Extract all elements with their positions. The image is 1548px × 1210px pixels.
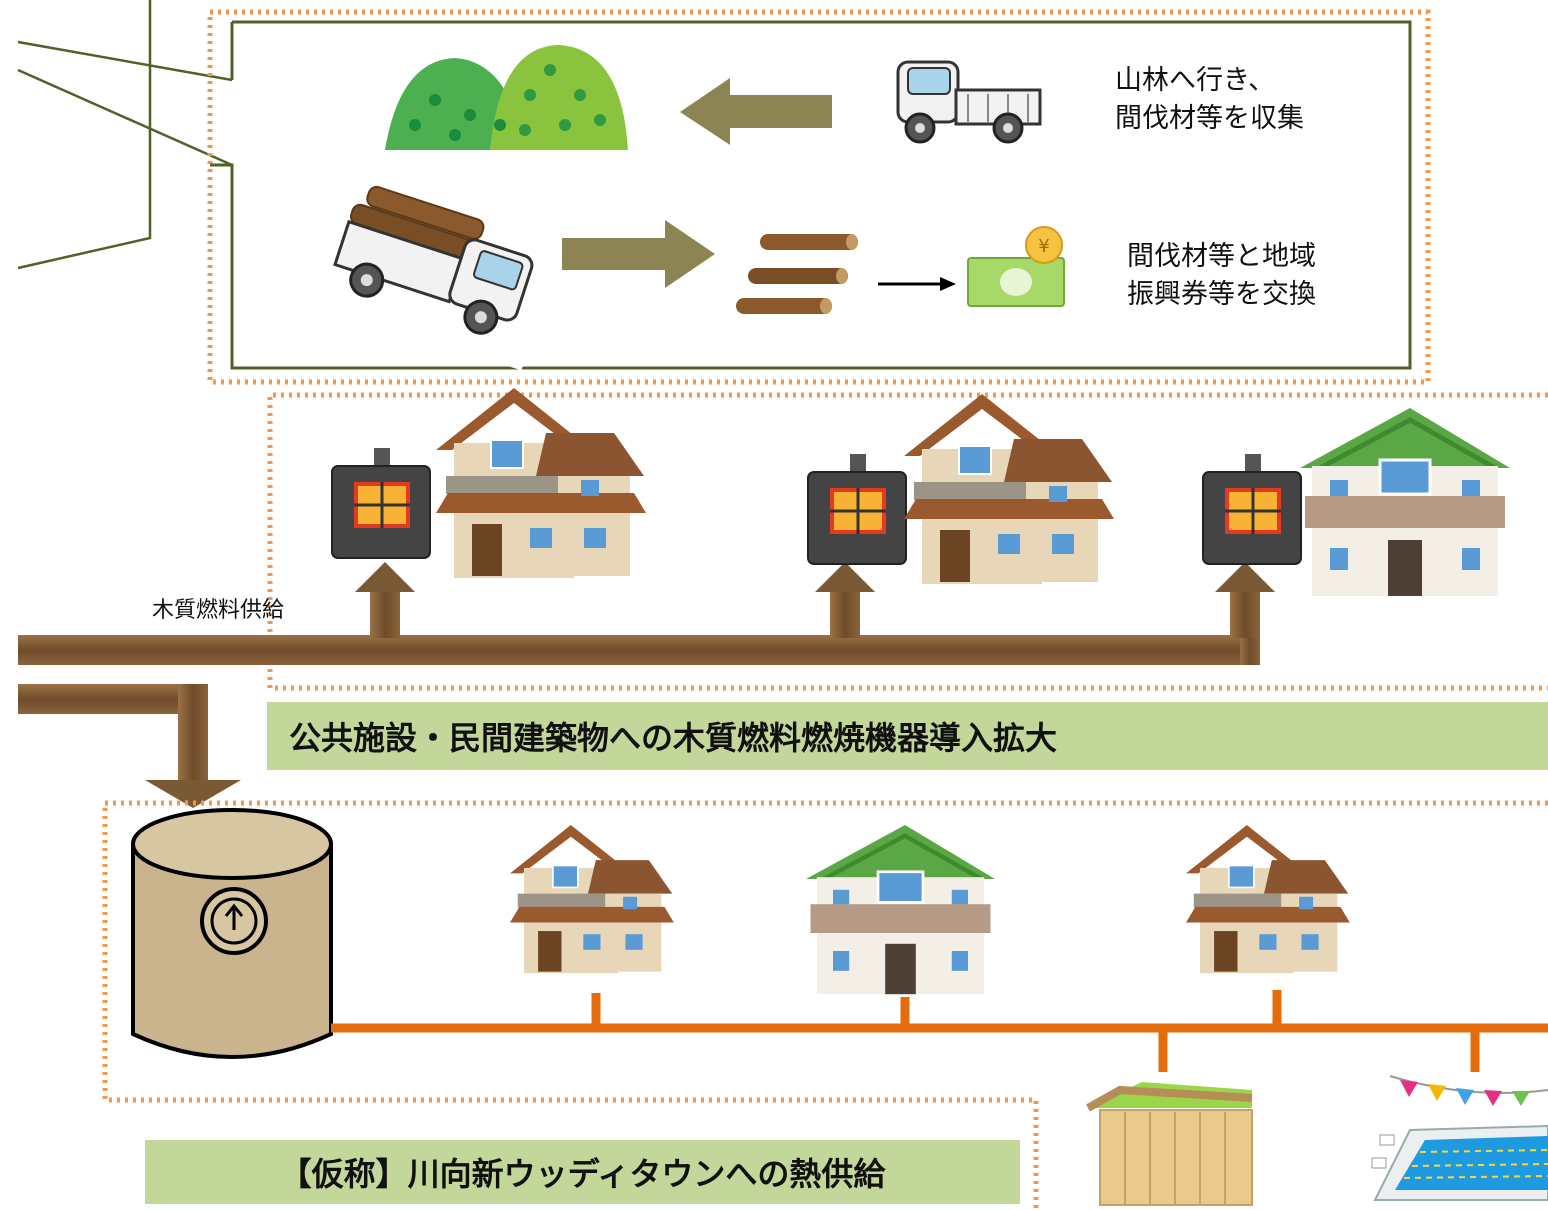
truck-icon xyxy=(896,60,1042,144)
house-icon xyxy=(806,825,995,995)
bottom-dotted-region xyxy=(102,800,1548,1210)
house-icon xyxy=(1300,408,1510,596)
mountain-icon xyxy=(385,45,628,150)
svg-text:¥: ¥ xyxy=(1038,236,1049,257)
banner-bottom-text: 【仮称】川向新ウッディタウンへの熱供給 xyxy=(279,1155,886,1193)
wood-supply-pipe xyxy=(18,562,1275,808)
log-truck-icon xyxy=(312,159,568,371)
bunting-icon xyxy=(1389,1075,1548,1106)
log-icon xyxy=(736,234,858,314)
banner-bottom: 【仮称】川向新ウッディタウンへの熱供給 xyxy=(145,1140,1020,1204)
caption-collect: 山林へ行き、 間伐材等を収集 xyxy=(1115,65,1304,134)
banner-middle: 公共施設・民間建築物への木質燃料燃焼機器導入拡大 xyxy=(267,702,1548,770)
voucher-icon xyxy=(967,257,1065,307)
bath-icon xyxy=(1086,1082,1253,1206)
supply-label: 木質燃料供給 xyxy=(152,598,285,623)
tank-icon xyxy=(131,808,333,1059)
house-icon xyxy=(510,825,674,974)
arrow-to-forest xyxy=(680,78,832,145)
house-icon xyxy=(904,394,1114,584)
banner-middle-text: 公共施設・民間建築物への木質燃料燃焼機器導入拡大 xyxy=(289,719,1058,757)
pool-icon xyxy=(1371,1124,1548,1201)
top-dotted-region xyxy=(207,9,1431,385)
house-icon xyxy=(436,388,646,578)
connector-lines xyxy=(17,0,233,270)
arrow-to-logs xyxy=(562,220,715,288)
middle-dotted-region xyxy=(267,392,1548,691)
arrow-exchange xyxy=(878,277,956,291)
top-green-frame xyxy=(210,20,1412,370)
caption-exchange: 間伐材等と地域 振興券等を交換 xyxy=(1127,241,1316,310)
gauge-icon xyxy=(200,887,268,955)
stove-icon xyxy=(331,448,1302,565)
house-icon xyxy=(1186,825,1350,974)
heat-pipe xyxy=(331,990,1548,1072)
coin-icon: ¥ xyxy=(1025,226,1063,264)
